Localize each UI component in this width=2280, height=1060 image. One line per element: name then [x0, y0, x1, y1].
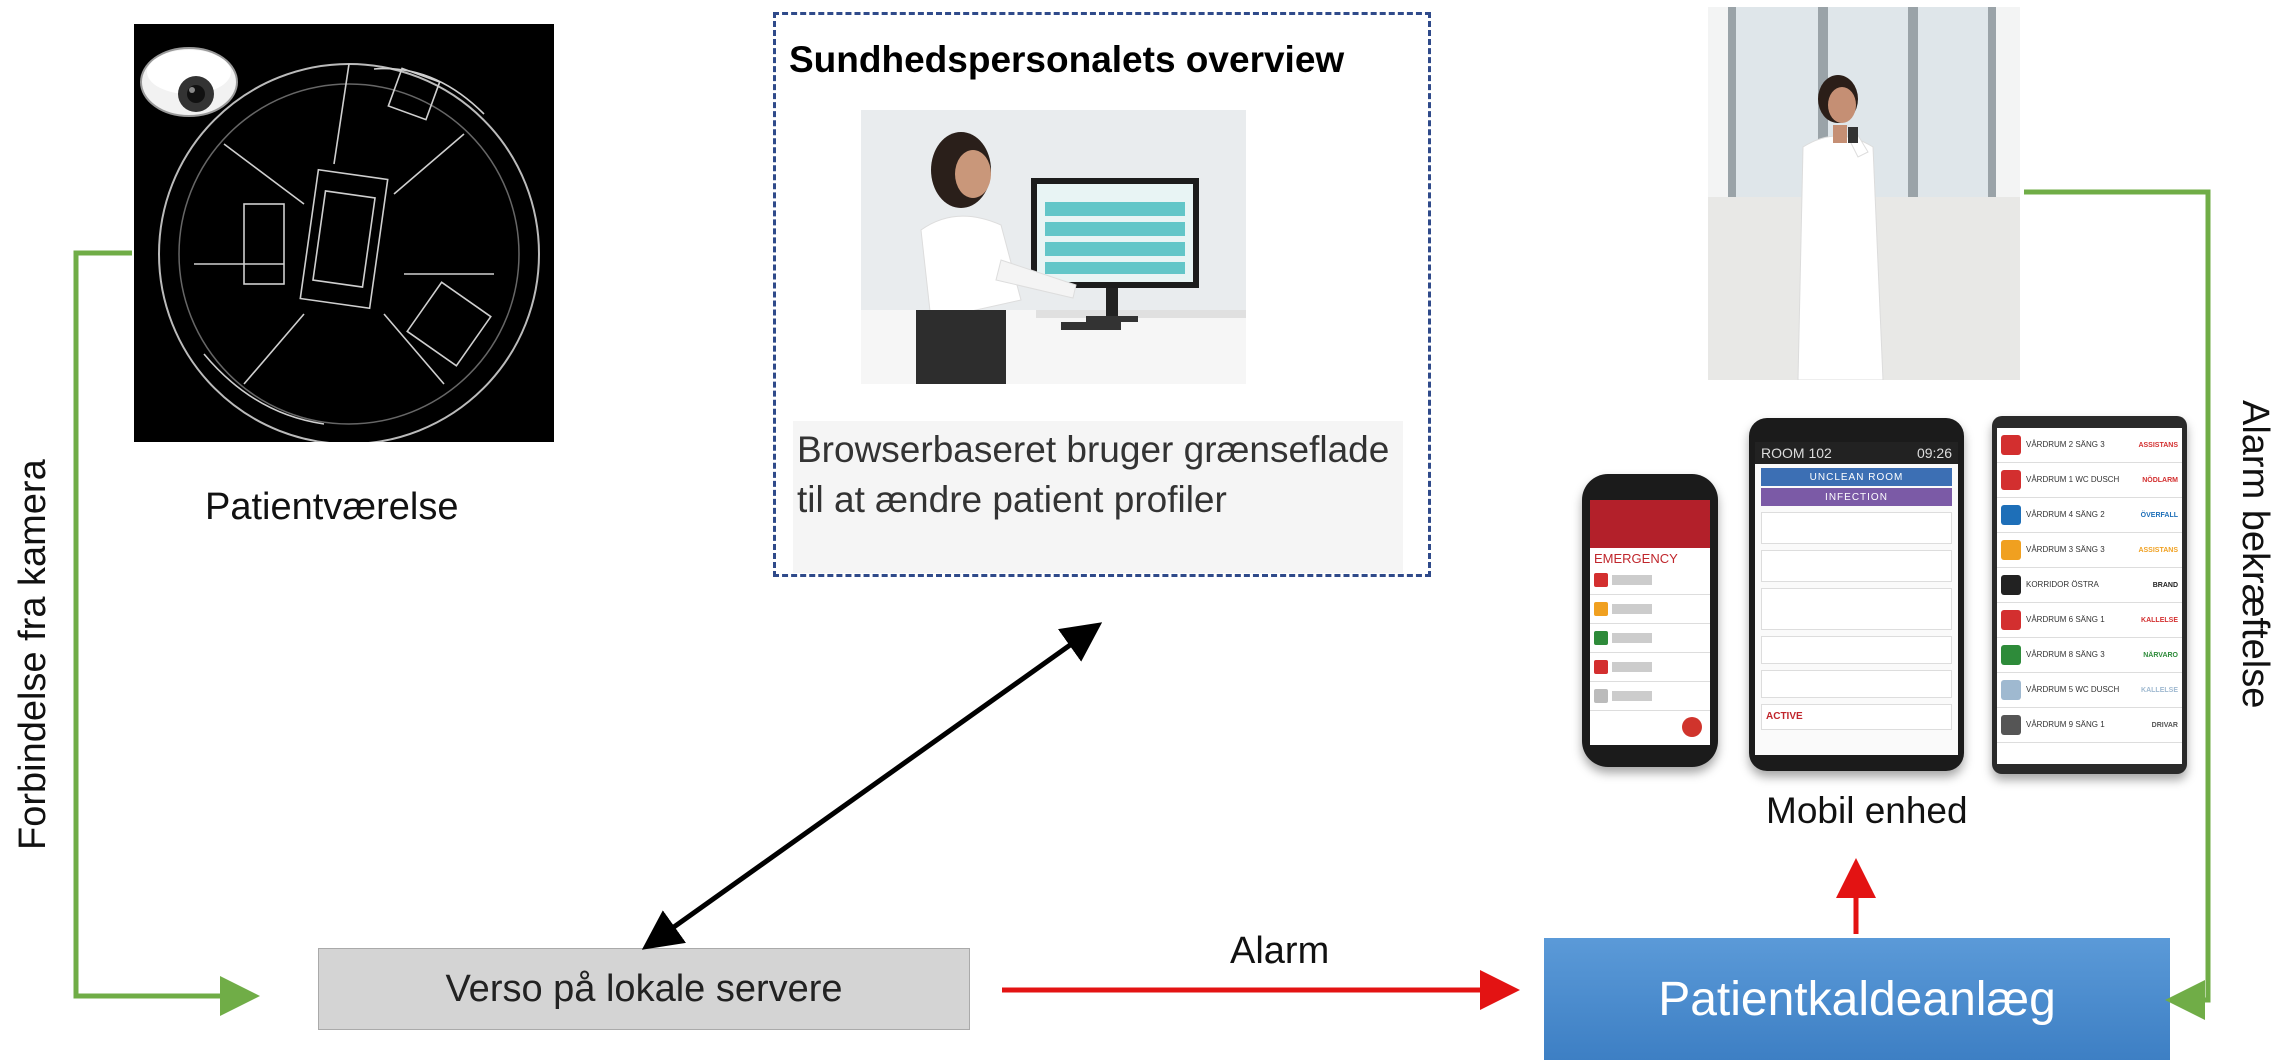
alarm-status: NÄRVARO	[2143, 651, 2178, 659]
alarm-room-name: VÅRDRUM 2 SÄNG 3	[2026, 440, 2105, 449]
fisheye-room-view	[134, 24, 554, 442]
local-server-box: Verso på lokale servere	[318, 948, 970, 1030]
alarm-panel-row[interactable]: VÅRDRUM 8 SÄNG 3 NÄRVARO	[1997, 638, 2182, 673]
phone-app-header	[1590, 500, 1710, 548]
alarm-panel-screen: VÅRDRUM 2 SÄNG 3 ASSISTANS VÅRDRUM 1 WC DU…	[1997, 428, 2182, 764]
alarm-panel-row[interactable]: VÅRDRUM 6 SÄNG 1 KALLELSE	[1997, 603, 2182, 638]
alarm-panel-row[interactable]: VÅRDRUM 2 SÄNG 3 ASSISTANS	[1997, 428, 2182, 463]
alarm-type-icon	[2001, 540, 2021, 560]
alarm-room-name: VÅRDRUM 4 SÄNG 2	[2026, 510, 2105, 519]
alarm-panel-row[interactable]: VÅRDRUM 5 WC DUSCH KALLELSE	[1997, 673, 2182, 708]
smartphone-device: EMERGENCY	[1582, 474, 1718, 767]
phone-screen: EMERGENCY	[1590, 500, 1710, 745]
tablet-card	[1761, 670, 1952, 698]
alarm-type-icon	[2001, 470, 2021, 490]
alarm-room-name: VÅRDRUM 9 SÄNG 1	[2026, 720, 2105, 729]
tablet-room-label: ROOM 102	[1761, 445, 1832, 461]
alarm-status: KALLELSE	[2141, 686, 2178, 694]
tablet-card	[1761, 550, 1952, 582]
tablet-device: ROOM 102 09:26 UNCLEAN ROOM INFECTION AC…	[1749, 418, 1964, 771]
overview-title: Sundhedspersonalets overview	[789, 39, 1345, 80]
phone-add-button[interactable]	[1682, 717, 1702, 737]
alarm-status: KALLELSE	[2141, 616, 2178, 624]
alarm-type-icon	[2001, 680, 2021, 700]
tablet-card	[1761, 512, 1952, 544]
alarm-type-icon	[2001, 575, 2021, 595]
staff-overview-panel: Sundhedspersonalets overview	[773, 12, 1431, 577]
nurse-photo	[1708, 7, 2020, 380]
alarm-status: DRIVAR	[2151, 721, 2178, 729]
server-overview-arrow	[641, 622, 1103, 950]
fisheye-camera-icon	[140, 47, 238, 117]
tablet-active-status: ACTIVE	[1761, 704, 1952, 730]
alarm-room-name: VÅRDRUM 3 SÄNG 3	[2026, 545, 2105, 554]
acknowledgement-connector	[2024, 189, 2211, 1020]
infection-button[interactable]: INFECTION	[1761, 488, 1952, 506]
overview-description: Browserbaseret bruger grænseflade til at…	[793, 421, 1403, 573]
tablet-time: 09:26	[1916, 445, 1952, 461]
alarm-status: NÖDLARM	[2142, 476, 2178, 484]
tablet-card	[1761, 588, 1952, 630]
tablet-topbar: ROOM 102 09:26	[1755, 442, 1958, 464]
alarm-status: BRAND	[2152, 581, 2178, 589]
alarm-type-icon	[2001, 610, 2021, 630]
alarm-status: ASSISTANS	[2138, 546, 2178, 554]
camera-fisheye-image	[134, 24, 554, 442]
camera-to-server-connector	[73, 250, 260, 1016]
alarm-room-name: VÅRDRUM 6 SÄNG 1	[2026, 615, 2105, 624]
alarm-panel-row[interactable]: VÅRDRUM 9 SÄNG 1 DRIVAR	[1997, 708, 2182, 743]
alarm-room-name: VÅRDRUM 5 WC DUSCH	[2026, 685, 2120, 694]
alarm-panel-row[interactable]: VÅRDRUM 3 SÄNG 3 ASSISTANS	[1997, 533, 2182, 568]
alarm-room-name: VÅRDRUM 8 SÄNG 3	[2026, 650, 2105, 659]
alarm-type-icon	[2001, 505, 2021, 525]
unclean-room-button[interactable]: UNCLEAN ROOM	[1761, 468, 1952, 486]
alarm-label: Alarm	[1230, 930, 1330, 972]
alarm-panel-row[interactable]: KORRIDOR ÖSTRA BRAND	[1997, 568, 2182, 603]
tablet-screen: ROOM 102 09:26 UNCLEAN ROOM INFECTION AC…	[1755, 442, 1958, 755]
alarm-room-name: KORRIDOR ÖSTRA	[2026, 580, 2099, 589]
mobile-device-label: Mobil enhed	[1766, 790, 1968, 831]
alarm-panel-row[interactable]: VÅRDRUM 1 WC DUSCH NÖDLARM	[1997, 463, 2182, 498]
phone-emergency-text: EMERGENCY	[1594, 551, 1678, 566]
tablet-card	[1761, 636, 1952, 664]
alarm-type-icon	[2001, 645, 2021, 665]
alarm-status: ÖVERFALL	[2140, 511, 2178, 519]
alarm-status: ASSISTANS	[2138, 441, 2178, 449]
staff-desk-photo	[861, 110, 1246, 384]
alarm-panel-device: VÅRDRUM 2 SÄNG 3 ASSISTANS VÅRDRUM 1 WC DU…	[1992, 416, 2187, 774]
alarm-panel-row[interactable]: VÅRDRUM 4 SÄNG 2 ÖVERFALL	[1997, 498, 2182, 533]
nurse-call-system-box: Patientkaldeanlæg	[1544, 938, 2170, 1060]
alarm-type-icon	[2001, 715, 2021, 735]
alarm-type-icon	[2001, 435, 2021, 455]
patient-room-label: Patientværelse	[205, 486, 459, 528]
alarm-room-name: VÅRDRUM 1 WC DUSCH	[2026, 475, 2120, 484]
